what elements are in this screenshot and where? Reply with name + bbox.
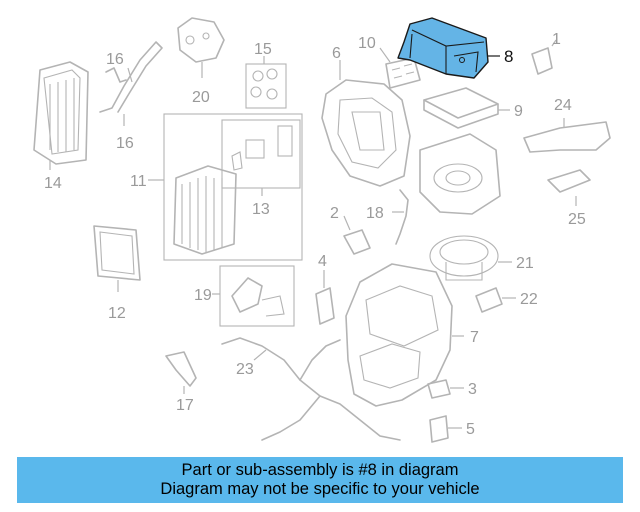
part-2-actuator	[343, 215, 371, 255]
part-3-sensor	[427, 379, 464, 399]
part-blower-housing	[419, 133, 501, 215]
part-12-frame	[93, 225, 141, 292]
part-24-duct	[523, 118, 611, 153]
info-banner: Part or sub-assembly is #8 in diagram Di…	[17, 457, 623, 503]
callout-17: 17	[176, 397, 194, 414]
callout-5: 5	[466, 421, 475, 438]
callout-13: 13	[252, 201, 270, 218]
callout-22: 22	[520, 291, 538, 308]
callout-21: 21	[516, 255, 534, 272]
part-21-blower-motor	[429, 235, 512, 281]
callout-16-top: 16	[106, 51, 124, 68]
part-23-harness	[221, 337, 401, 441]
part-25-duct	[547, 169, 591, 206]
part-9-filter	[423, 87, 510, 129]
part-20-seal	[177, 17, 225, 78]
banner-line-1: Part or sub-assembly is #8 in diagram	[181, 461, 459, 479]
callout-19: 19	[194, 287, 212, 304]
part-15-grommets	[245, 56, 287, 109]
callout-9: 9	[514, 103, 523, 120]
part-14-heater-core	[33, 61, 89, 170]
part-11-evaporator	[148, 113, 303, 261]
callout-20: 20	[192, 89, 210, 106]
part-4-actuator	[315, 270, 335, 325]
callout-18: 18	[366, 205, 384, 222]
banner-line-2: Diagram may not be specific to your vehi…	[160, 480, 480, 498]
callout-16-bottom: 16	[116, 135, 134, 152]
part-6-hvac-housing	[321, 60, 411, 187]
callout-11: 11	[130, 173, 147, 190]
part-8-highlighted[interactable]	[397, 17, 500, 79]
part-7-lower-housing	[345, 263, 464, 407]
part-10-rail	[379, 47, 421, 89]
callout-23: 23	[236, 361, 254, 378]
callout-4: 4	[318, 253, 327, 270]
part-13-valve	[221, 119, 301, 196]
part-19-actuator	[212, 265, 295, 327]
part-16-pipes	[99, 41, 163, 126]
callout-10: 10	[358, 35, 376, 52]
part-17-bracket	[165, 351, 197, 394]
callout-25: 25	[568, 211, 586, 228]
callout-3: 3	[468, 381, 477, 398]
callout-2: 2	[330, 205, 339, 222]
callout-8: 8	[504, 47, 513, 66]
part-5-bracket	[429, 415, 462, 443]
callout-1: 1	[552, 31, 561, 48]
part-22-resistor	[475, 287, 516, 313]
callout-24: 24	[554, 97, 572, 114]
callout-12: 12	[108, 305, 126, 322]
part-18-sensor	[392, 189, 409, 245]
callout-14: 14	[44, 175, 62, 192]
callout-6: 6	[332, 45, 341, 62]
callout-15: 15	[254, 41, 272, 58]
part-1-clip	[531, 39, 557, 75]
callout-7: 7	[470, 329, 479, 346]
parts-diagram: 14 16 16 20 15 11 13	[33, 17, 611, 443]
